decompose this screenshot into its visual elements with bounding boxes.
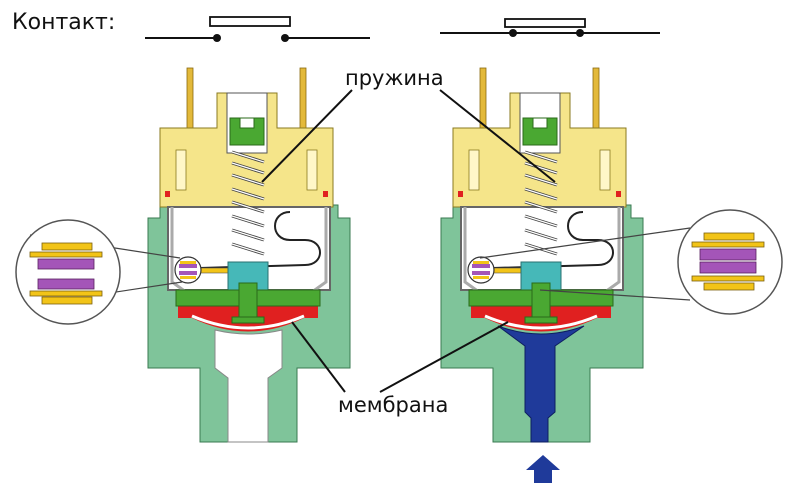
leader-lines xyxy=(261,89,556,393)
contact-open-symbol xyxy=(145,16,370,42)
membrane-label: мембрана xyxy=(338,393,449,417)
spring-label: пружина xyxy=(345,66,444,90)
contact-label: Контакт: xyxy=(12,10,116,35)
contact-magnifier-closed xyxy=(479,209,783,315)
contact-closed-symbol xyxy=(440,18,660,37)
sensor-closed xyxy=(439,66,645,444)
contact-magnifier-open xyxy=(15,219,183,325)
pressure-arrow-icon xyxy=(526,455,560,483)
sensor-open xyxy=(146,66,352,444)
